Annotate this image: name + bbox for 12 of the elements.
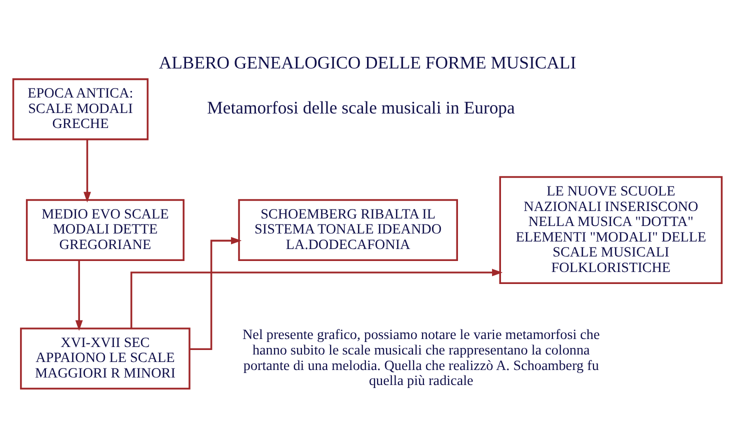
node-box: LE NUOVE SCUOLE NAZIONALI INSERISCONO NELLA MUSICA "DOTTA" ELEMENTI "MODALI" DELLE SCALE MUSICALI FOLKLORISTICHE — [499, 176, 723, 284]
node-box: SCHOEMBERG RIBALTA IL SISTEMA TONALE IDEANDO LA.DODECAFONIA — [238, 199, 458, 262]
node-box: EPOCA ANTICA: SCALE MODALI GRECHE — [12, 78, 149, 140]
arrow — [84, 139, 91, 203]
node-box: MEDIO EVO SCALE MODALI DETTE GREGORIANE — [26, 199, 184, 262]
node-box: XVI-XVII SEC APPAIONO LE SCALE MAGGIORI R MINORI — [20, 328, 190, 390]
label: Metamorfosi delle scale musicali in Europa — [207, 97, 515, 118]
arrow — [190, 236, 242, 350]
arrow — [130, 268, 503, 328]
diagram-title: ALBERO GENEALOGICO DELLE FORME MUSICALI — [158, 52, 576, 73]
arrow — [75, 260, 83, 331]
label: Nel presente grafico, possiamo notare le varie metamorfosi che hanno subito le scale musicali che rappresentano la colonna portante di una melodia. Quella che realizzò A. Schoamberg fu quella più radicale — [242, 327, 600, 390]
